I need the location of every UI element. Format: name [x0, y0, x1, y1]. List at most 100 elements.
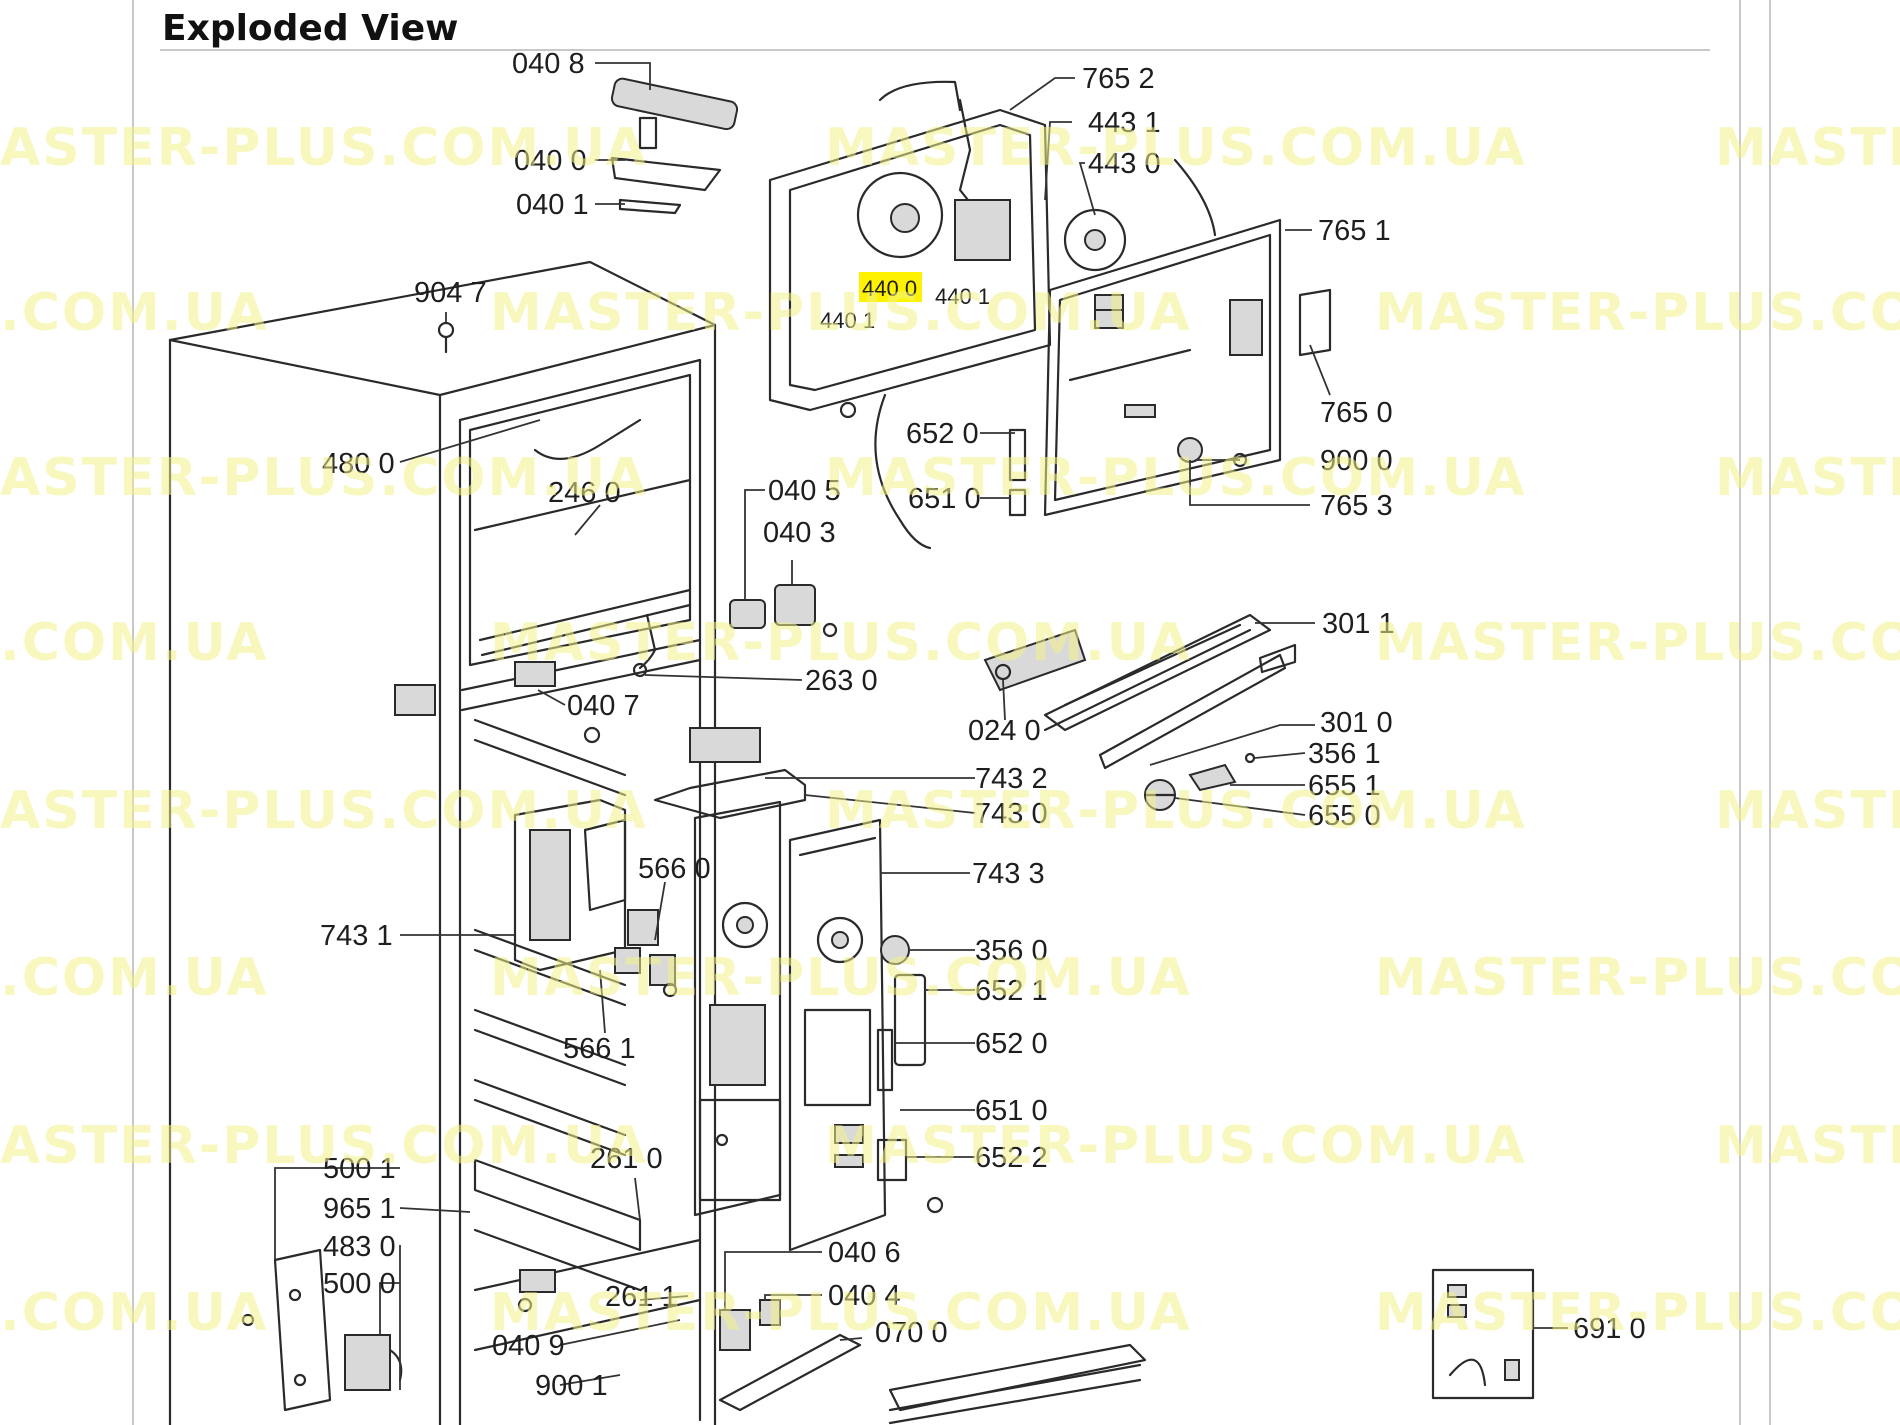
label-9651: 965 1 — [323, 1193, 396, 1225]
light-switch-0240 — [983, 628, 1087, 692]
watermark-text: MASTER-PLUS.COM.UA — [490, 283, 1192, 343]
label-4430: 443 0 — [1088, 148, 1161, 180]
label-0406: 040 6 — [828, 1237, 901, 1269]
lamp-holder-655 — [1143, 752, 1256, 811]
label-6510-upper: 651 0 — [908, 483, 981, 515]
part-labels: 040 8 040 0 040 1 765 2 443 1 443 0 765 … — [320, 48, 1646, 1402]
evaporator-frame-7652 — [768, 80, 1217, 412]
label-5660: 566 0 — [638, 853, 711, 885]
watermark-text: MASTE — [1715, 118, 1900, 178]
watermark-text: MASTER-PLUS.COM — [1375, 613, 1900, 673]
watermark-text: .COM.UA — [0, 1283, 269, 1343]
screw-9047 — [437, 321, 455, 339]
label-0408: 040 8 — [512, 48, 585, 80]
cover-6522 — [876, 1138, 908, 1182]
label-6522: 652 2 — [975, 1142, 1048, 1174]
label-0400: 040 0 — [514, 145, 587, 177]
label-7431: 743 1 — [320, 920, 393, 952]
label-2611: 261 1 — [605, 1281, 678, 1313]
label-2460: 246 0 — [548, 477, 621, 509]
label-0240: 024 0 — [968, 715, 1041, 747]
fan-blade-4430 — [1063, 208, 1127, 272]
label-6520-lower: 652 0 — [975, 1028, 1048, 1060]
fan-motor — [954, 199, 1011, 261]
label-9047: 904 7 — [414, 277, 487, 309]
label-3561: 356 1 — [1308, 738, 1381, 770]
label-7432: 743 2 — [975, 763, 1048, 795]
relay-5000 — [344, 1334, 403, 1391]
watermark-text: MASTER-PLUS.COM.UA — [490, 613, 1192, 673]
label-5001: 500 1 — [323, 1153, 396, 1185]
page-frame — [132, 0, 1771, 1425]
label-4401-right: 440 1 — [935, 284, 990, 309]
watermark-text: MASTER-PLUS.COM — [1375, 283, 1900, 343]
highlight-440-0 — [859, 272, 922, 302]
cover-6521 — [893, 973, 927, 1067]
watermark-text: ASTER-PLUS.COM.UA — [0, 1116, 648, 1176]
label-5661: 566 1 — [563, 1033, 636, 1065]
watermark-text: ASTER-PLUS.COM.UA — [0, 448, 648, 508]
watermark-text: ASTER-PLUS.COM.UA — [0, 118, 648, 178]
watermark-text: MASTER-PLUS.COM — [1375, 948, 1900, 1008]
label-6510-lower: 651 0 — [975, 1095, 1048, 1127]
label-3011: 301 1 — [1322, 608, 1395, 640]
label-7652: 765 2 — [1082, 63, 1155, 95]
crisper-grille — [888, 1343, 1147, 1425]
label-2630: 263 0 — [805, 665, 878, 697]
panel-7650 — [1298, 288, 1332, 357]
bracket-5001 — [241, 1248, 332, 1412]
wire-harness-upper — [839, 393, 1027, 550]
label-7430: 743 0 — [975, 798, 1048, 830]
label-4830: 483 0 — [323, 1231, 396, 1263]
drawer-parts — [517, 1269, 862, 1412]
label-0700: 070 0 — [875, 1317, 948, 1349]
leader-lines — [274, 62, 1568, 1390]
socket-6520 — [876, 1028, 894, 1092]
watermark-text: ASTER-PLUS.COM.UA — [0, 781, 648, 841]
label-7651: 765 1 — [1318, 215, 1391, 247]
label-9001: 900 1 — [535, 1370, 608, 1402]
label-6550: 655 0 — [1308, 800, 1381, 832]
label-4431: 443 1 — [1088, 107, 1161, 139]
watermark-text: MASTE — [1715, 781, 1900, 841]
watermark-text: MASTE — [1715, 1116, 1900, 1176]
thermostat-parts — [514, 584, 838, 744]
watermark-text: MASTER-PLUS.COM.UA — [825, 448, 1527, 508]
lamp-cover-3011 — [1043, 613, 1297, 770]
label-6910: 691 0 — [1573, 1313, 1646, 1345]
watermark-text: .COM.UA — [0, 613, 269, 673]
damper-window — [1229, 299, 1263, 356]
label-4800: 480 0 — [322, 448, 395, 480]
watermark-text: .COM.UA — [0, 948, 269, 1008]
label-9000: 900 0 — [1320, 445, 1393, 477]
label-5000: 500 0 — [323, 1268, 396, 1300]
watermark-text: MASTER-PLUS.COM.UA — [490, 948, 1192, 1008]
label-2610: 261 0 — [590, 1143, 663, 1175]
top-brackets — [610, 77, 739, 215]
watermark-text: MASTER-PLUS.COM.UA — [825, 781, 1527, 841]
accessory-kit-6910 — [1431, 1268, 1535, 1400]
label-3560: 356 0 — [975, 935, 1048, 967]
watermark-text: MASTER-PLUS.COM.UA — [825, 1116, 1527, 1176]
label-7653: 765 3 — [1320, 490, 1393, 522]
left-hinge — [394, 684, 436, 716]
watermark-text: MASTE — [1715, 448, 1900, 508]
thermostat-housing-7431 — [513, 798, 678, 998]
label-0404: 040 4 — [828, 1280, 901, 1312]
diagram-title: Exploded View — [162, 8, 458, 49]
label-0405: 040 5 — [768, 475, 841, 507]
control-cover-7433 — [788, 818, 944, 1252]
evaporator-cover-7651 — [1043, 218, 1332, 517]
label-6521: 652 1 — [975, 975, 1048, 1007]
watermark-text: MASTER-PLUS.COM.UA — [490, 1283, 1192, 1343]
label-0401: 040 1 — [516, 189, 589, 221]
label-3010: 301 0 — [1320, 707, 1393, 739]
label-6551: 655 1 — [1308, 770, 1381, 802]
knob-3560 — [880, 935, 910, 965]
watermark-text: MASTER-PLUS.COM — [1375, 1283, 1900, 1343]
watermark-text: .COM.UA — [0, 283, 269, 343]
cabinet-body — [168, 260, 717, 1425]
label-0407: 040 7 — [567, 690, 640, 722]
label-0403: 040 3 — [763, 517, 836, 549]
